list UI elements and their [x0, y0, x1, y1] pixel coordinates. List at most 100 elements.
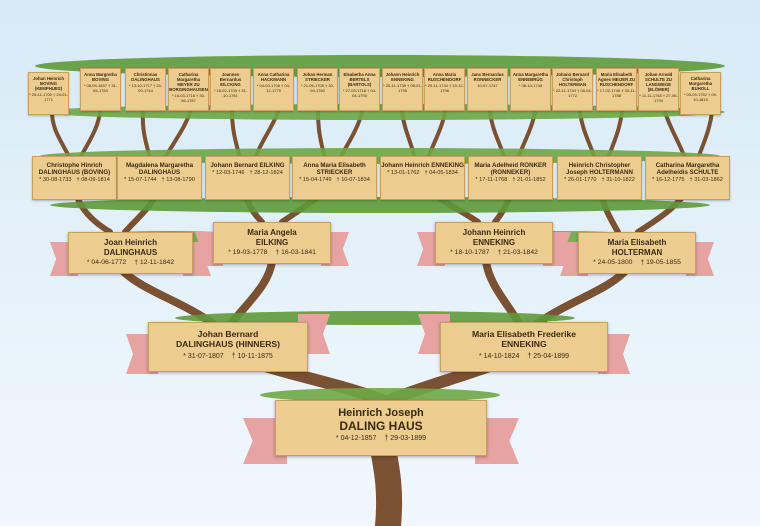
root-person-banner[interactable]: Heinrich Joseph DALING HAUS * 04-12-1857…	[243, 400, 519, 464]
person-name-line1: Maria Elisabeth Frederike	[471, 329, 577, 339]
death-date: † 29-03-1899	[384, 435, 427, 442]
death-date: † 31-10-1822	[601, 177, 635, 184]
birth-date: * 12-03-1746	[212, 170, 245, 177]
person-name: Anna Margretha BOVING	[84, 72, 117, 82]
ancestor-card-gen3[interactable]: Christophe Hinrich DALINGHAUS (BOVING)* …	[32, 156, 117, 200]
death-date: † 12-11-1842	[134, 259, 175, 267]
birth-date: * 04-06-1772	[86, 259, 127, 267]
ancestor-card-gen4[interactable]: Johan Arnold SCHULTE ZU LANGWEGE (ELÖMER…	[638, 68, 679, 111]
person-name-line1: Joan Heinrich	[104, 238, 157, 247]
birth-date: * 30-08-1733	[39, 177, 72, 184]
life-dates: * 11-11-1748 † 27-06-1794	[639, 92, 678, 103]
person-name-line1: Maria Angela	[247, 228, 297, 237]
person-name: Christinnas DALINGHAUS	[131, 72, 160, 82]
ancestor-banner-maria-angela-eilking[interactable]: Maria Angela EILKING * 19-03-1778 † 16-03…	[195, 222, 349, 266]
death-date: † 04-05-1834	[424, 170, 458, 177]
person-name-line1: Maria Elisabeth	[607, 238, 667, 247]
death-date: † 31-03-1862	[689, 177, 723, 184]
person-name: Christophe Hinrich DALINGHAUS (BOVING)	[38, 162, 111, 177]
life-dates: * 12-03-1746 † 28-12-1824	[206, 169, 289, 177]
birth-date: * 04-12-1857	[335, 435, 377, 442]
parent-banner-maria-elisabeth-frederike-enneking[interactable]: Maria Elisabeth Frederike ENNEKING * 14-…	[418, 314, 630, 374]
ancestor-card-gen4[interactable]: Anna Catharina HACKMANN* 04-03-1708 † 04…	[253, 68, 294, 111]
life-dates: * 17-02-1746 † 30-11-1788	[597, 87, 636, 98]
person-name-line1: Johann Heinrich	[462, 228, 526, 237]
ancestor-card-gen3[interactable]: Magdalena Margaretha DALINGHAUS* 15-07-1…	[117, 156, 202, 200]
person-name: Catharina Margaretha BUHOLL	[688, 76, 713, 91]
ancestor-card-gen4[interactable]: Catharina Margaretha MEYER ZU BORGINGHAU…	[168, 68, 209, 111]
life-dates: * 17-11-1768† 21-01-1852	[469, 176, 552, 184]
ancestor-card-gen4[interactable]: Joannes Bernardus EILCKING* 18-02-1705 †…	[210, 68, 251, 111]
birth-date: * 19-03-1778	[228, 249, 268, 257]
ancestor-card-gen3[interactable]: Maria Adelheid RONKER (RONNEKER)* 17-11-…	[468, 156, 553, 200]
life-dates: * 05-09-1752 † 09-10-1819	[683, 91, 718, 102]
death-date: † 10-07-1834	[336, 177, 370, 184]
ancestor-card-gen4[interactable]: Johan Heinrich BOVING (KEMPHUES)* 25-11-…	[28, 72, 69, 115]
person-name-line2: HOLTERMAN	[611, 247, 663, 257]
ancestor-card-gen3[interactable]: Anna Maria Elisabeth STRIECKER* 15-04-17…	[292, 156, 377, 200]
death-date: † 08-09-1814	[76, 177, 110, 184]
person-name: Johann Heinrich ENNEKING	[385, 72, 420, 82]
ancestor-banner-johann-heinrich-enneking[interactable]: Johann Heinrich ENNEKING * 18-10-1787 † 2…	[417, 222, 571, 266]
person-name: Magdalena Margaretha DALINGHAUS	[125, 162, 194, 177]
ancestor-card-gen4[interactable]: Anna Maria RUSCHENDORF* 29-11-1734 † 10-…	[424, 68, 465, 111]
person-name-line2: DALING HAUS	[339, 419, 423, 433]
life-dates: * 21-05-1705 † 30-09-1760	[300, 82, 335, 93]
ancestor-card-gen4[interactable]: Johann Heinrich ENNEKING* 25-11-1738 † 0…	[382, 68, 423, 111]
life-dates: * 25-11-1738 † 08-01-1795	[383, 82, 422, 93]
ancestor-card-gen4[interactable]: Catharina Margaretha BUHOLL* 05-09-1752 …	[680, 72, 721, 115]
birth-date: * 15-07-1744	[124, 177, 157, 184]
ancestor-card-gen4[interactable]: Johann Bernard Christoph HOLTERMAN* 22-1…	[552, 68, 593, 111]
person-name: Johan Herman STRIECKER	[302, 72, 333, 82]
person-name: Jans Bernardus RONNECKER	[471, 72, 504, 82]
life-dates: * 08-10-1745	[518, 82, 543, 88]
life-dates: * 13-10-1717 † 20-09-1744	[128, 82, 163, 93]
death-date: † 28-12-1824	[249, 170, 283, 177]
ancestor-card-gen3[interactable]: Catharina Margaretha Adelheidis SCHULTE*…	[645, 156, 730, 200]
person-name-line2: ENNEKING	[501, 339, 547, 350]
person-name: Joannes Bernardus EILCKING	[219, 72, 242, 87]
ancestor-card-gen4[interactable]: Johan Herman STRIECKER* 21-05-1705 † 30-…	[297, 68, 338, 111]
ancestor-card-gen4[interactable]: Christinnas DALINGHAUS* 13-10-1717 † 20-…	[125, 68, 166, 111]
birth-date: * 24-05-1800	[593, 259, 633, 267]
birth-date: * 31-07-1807	[183, 352, 224, 360]
ancestor-card-gen3[interactable]: Johann Bernard EILKING* 12-03-1746 † 28-1…	[205, 156, 290, 200]
death-date: † 13-08-1790	[161, 177, 195, 184]
person-name: Catharina Margaretha Adelheidis SCHULTE	[655, 162, 720, 177]
person-name: Heinrich Christopher Joseph HOLTERMANN	[566, 162, 633, 177]
ancestor-card-gen4[interactable]: Maria Elisabeth Agnes MEIJER ZU RUSCHEND…	[596, 68, 637, 111]
ancestor-card-gen3[interactable]: Heinrich Christopher Joseph HOLTERMANN* …	[557, 156, 642, 200]
death-date: † 16-03-1841	[275, 249, 316, 257]
life-dates: * 30-08-1733 † 08-09-1814	[33, 176, 116, 184]
person-name: Johann Heinrich ENNEKING	[381, 162, 464, 169]
life-dates: * 27-09-1718 † 04-04-1793	[342, 87, 377, 98]
death-date: † 21-01-1852	[512, 177, 546, 184]
ancestor-card-gen4[interactable]: Anna Margretha BOVING* 08-09-1697 † 31-0…	[80, 68, 121, 111]
ancestor-card-gen4[interactable]: Anna Margaretha ENNEBRÜG* 08-10-1745	[510, 68, 551, 111]
person-name-line2: ENNEKING	[472, 237, 516, 247]
person-name: Johan Heinrich BOVING (KEMPHUES)	[32, 76, 65, 91]
life-dates: * 13-01-1762 † 04-05-1834	[381, 169, 464, 177]
life-dates: * 04-03-1708 † 04-12-1779	[256, 82, 291, 93]
person-name: Anna Maria Elisabeth STRIECKER	[303, 162, 366, 177]
ancestor-card-gen3[interactable]: Johann Heinrich ENNEKING* 13-01-1762 † 04…	[380, 156, 465, 200]
parent-banner-johan-bernard-dalinghaus[interactable]: Johan Bernard DALINGHAUS (HINNERS) * 31-…	[126, 314, 330, 374]
person-name: Johann Bernard EILKING	[210, 162, 285, 169]
ancestor-banner-maria-elisabeth-holterman[interactable]: Maria Elisabeth HOLTERMAN * 24-05-1800† …	[560, 232, 714, 276]
life-dates: * 25-11-1700 † 24-01-1771	[29, 91, 68, 102]
ancestor-banner-joan-heinrich-dalinghaus[interactable]: Joan Heinrich DALINGHAUS * 04-06-1772† 1…	[50, 232, 211, 276]
life-dates: 10-07-1747	[477, 82, 498, 88]
birth-date: * 18-10-1787	[450, 249, 490, 257]
ancestor-card-gen4[interactable]: Elsabetha Anna BERTELS (BARTOLS)* 27-09-…	[339, 68, 380, 111]
life-dates: * 08-09-1697 † 31-05-1783	[83, 82, 118, 93]
birth-date: * 15-04-1749	[299, 177, 332, 184]
death-date: † 21-03-1842	[497, 249, 538, 257]
birth-date: * 13-01-1762	[387, 170, 420, 177]
birth-date: * 26-01-1770	[564, 177, 597, 184]
person-name-line1: Heinrich Joseph	[338, 407, 424, 419]
birth-date: * 14-10-1824	[478, 352, 520, 360]
person-name: Anna Catharina HACKMANN	[257, 72, 290, 82]
person-name-line2: EILKING	[255, 237, 289, 247]
